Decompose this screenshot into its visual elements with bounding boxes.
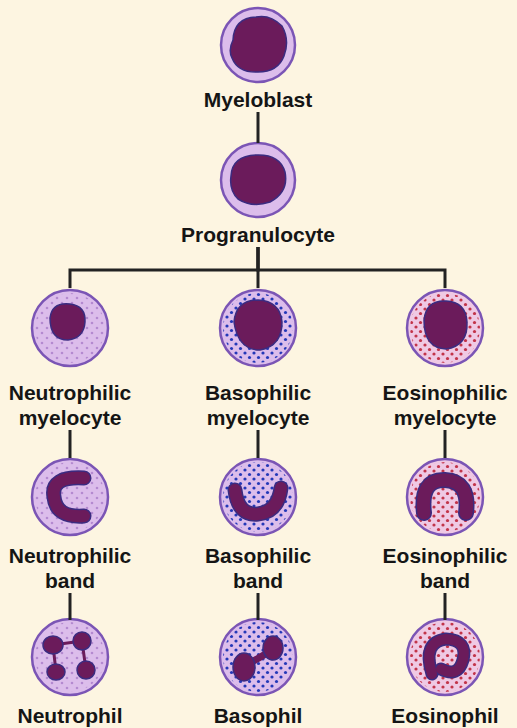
cell-body bbox=[32, 619, 108, 695]
granules bbox=[410, 462, 480, 532]
nucleus-lobe bbox=[73, 632, 91, 650]
cell-stage: Basophil bbox=[188, 620, 328, 728]
cell-nucleus bbox=[429, 639, 464, 674]
cell-nucleus bbox=[230, 16, 286, 72]
cell-nucleus bbox=[424, 301, 467, 349]
nucleus-outline bbox=[423, 480, 466, 513]
stage-label: Eosinophilic band bbox=[375, 543, 515, 593]
cell-stage: Eosinophilic myelocyte bbox=[375, 288, 515, 430]
granules bbox=[410, 622, 480, 692]
nucleus-lobe bbox=[263, 636, 283, 660]
cell-body bbox=[407, 290, 483, 366]
granules bbox=[35, 622, 105, 692]
cell-nucleus bbox=[235, 488, 281, 514]
nucleus-lobe bbox=[77, 661, 95, 679]
cell-stage: Neutrophil bbox=[0, 620, 140, 728]
cell-nucleus bbox=[50, 304, 85, 340]
stage-label: Eosinophil bbox=[375, 703, 515, 728]
stage-label: Neutrophilic myelocyte bbox=[0, 380, 140, 430]
cell-stage: Neutrophilic band bbox=[0, 458, 140, 593]
cell-body bbox=[32, 459, 108, 535]
cell-nucleus bbox=[234, 300, 282, 350]
lineage-connector bbox=[257, 593, 260, 620]
granules bbox=[223, 462, 293, 532]
granules bbox=[35, 293, 105, 363]
granules bbox=[35, 462, 105, 532]
lineage-connector bbox=[258, 247, 445, 288]
nucleus-outline bbox=[235, 488, 281, 514]
stage-label: Myeloblast bbox=[173, 87, 343, 112]
nucleus-lobe bbox=[47, 664, 65, 680]
lineage-connector bbox=[69, 430, 72, 458]
stage-label: Eosinophilic myelocyte bbox=[375, 380, 515, 430]
granules bbox=[223, 622, 293, 692]
cell-body bbox=[220, 619, 296, 695]
granules bbox=[223, 293, 293, 363]
nucleus-lobe bbox=[233, 653, 255, 681]
lineage-connector bbox=[70, 247, 258, 288]
lineage-connector bbox=[69, 593, 72, 620]
stage-label: Progranulocyte bbox=[168, 222, 348, 247]
cell-stage: Progranulocyte bbox=[168, 143, 348, 247]
stage-label: Basophilic myelocyte bbox=[188, 380, 328, 430]
cell-body bbox=[407, 459, 483, 535]
cell-stage: Myeloblast bbox=[173, 8, 343, 112]
cell-stage: Neutrophilic myelocyte bbox=[0, 288, 140, 430]
cell-stage: Basophilic band bbox=[188, 458, 328, 593]
cell-body bbox=[32, 290, 108, 366]
cell-stage: Eosinophil bbox=[375, 620, 515, 728]
cell-stage: Basophilic myelocyte bbox=[188, 288, 328, 430]
cell-body bbox=[220, 290, 296, 366]
cell-nucleus bbox=[231, 155, 286, 204]
nucleus-outline bbox=[429, 639, 464, 674]
lineage-connector bbox=[444, 593, 447, 620]
stage-label: Basophilic band bbox=[188, 543, 328, 593]
lineage-connector bbox=[444, 430, 447, 458]
stage-label: Basophil bbox=[188, 703, 328, 728]
lineage-connector bbox=[257, 112, 260, 143]
stage-label: Neutrophil bbox=[0, 703, 140, 728]
nucleus-outline bbox=[54, 478, 84, 516]
cell-body bbox=[221, 8, 295, 82]
granules bbox=[410, 293, 480, 363]
lineage-connector bbox=[257, 430, 260, 458]
cell-body bbox=[407, 619, 483, 695]
cell-stage: Eosinophilic band bbox=[375, 458, 515, 593]
nucleus-lobe bbox=[43, 636, 63, 654]
stage-label: Neutrophilic band bbox=[0, 543, 140, 593]
cell-nucleus bbox=[423, 480, 466, 513]
cell-body bbox=[221, 143, 295, 217]
cell-nucleus bbox=[54, 478, 84, 516]
cell-body bbox=[220, 459, 296, 535]
